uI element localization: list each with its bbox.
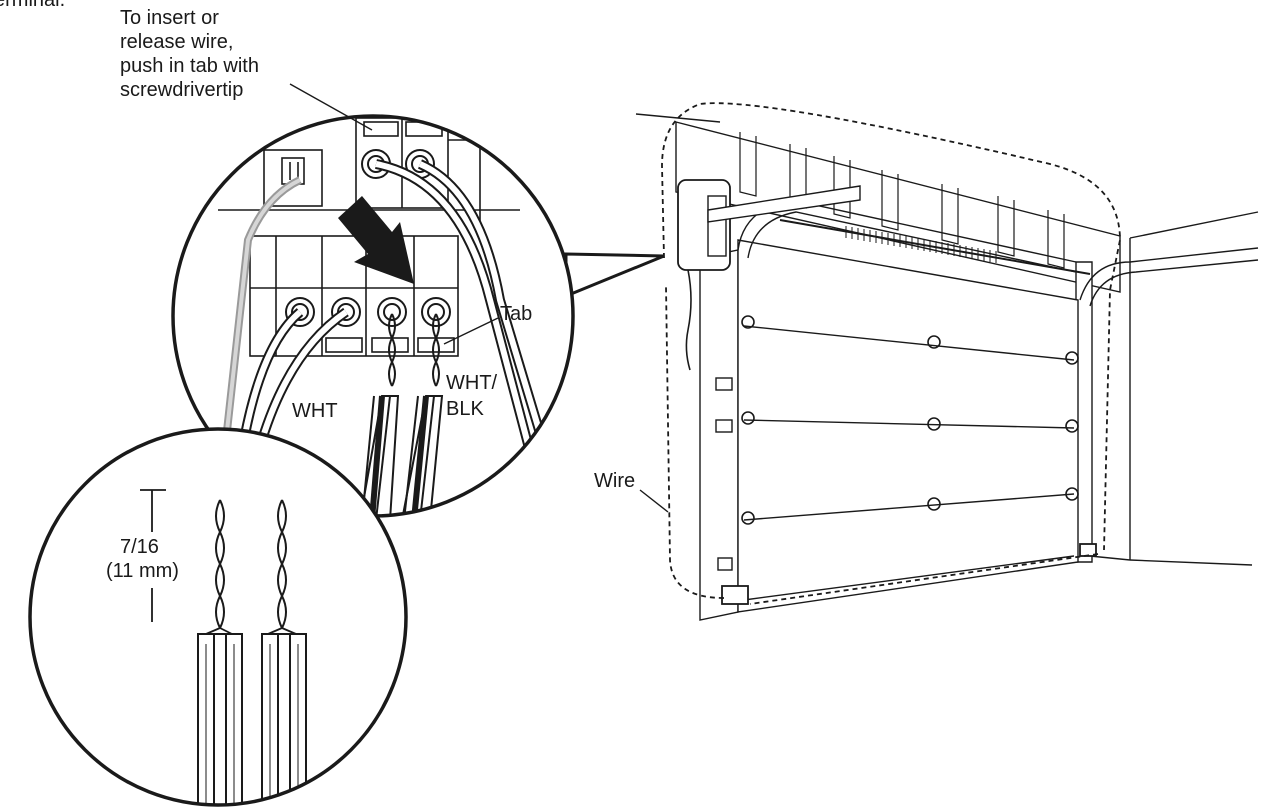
wire-leader — [639, 489, 669, 513]
insert-arrow — [338, 196, 414, 284]
tab-label: Tab — [500, 303, 533, 325]
callout-line-4: screwdrivertip — [120, 79, 244, 101]
tab-leader — [443, 317, 499, 345]
header-partial-text: erminal. — [0, 0, 66, 11]
wht-blk-label-line-1: WHT/ — [446, 372, 498, 394]
callout-line-2: release wire, — [120, 31, 234, 53]
wht-label: WHT — [292, 400, 338, 422]
wire-strip-closeup — [28, 427, 408, 807]
garage-door-illustration — [635, 102, 1259, 621]
strip-length-label-line-1: 7/16 — [120, 536, 159, 558]
wire-label: Wire — [594, 470, 636, 492]
callout-pointer — [564, 252, 665, 299]
callout-leader — [289, 83, 373, 131]
strip-length-label-line-2: (11 mm) — [106, 560, 179, 582]
callout-line-1: To insert or — [120, 7, 219, 29]
callout-line-3: push in tab with — [120, 55, 259, 77]
wht-blk-label-line-2: BLK — [446, 398, 484, 420]
